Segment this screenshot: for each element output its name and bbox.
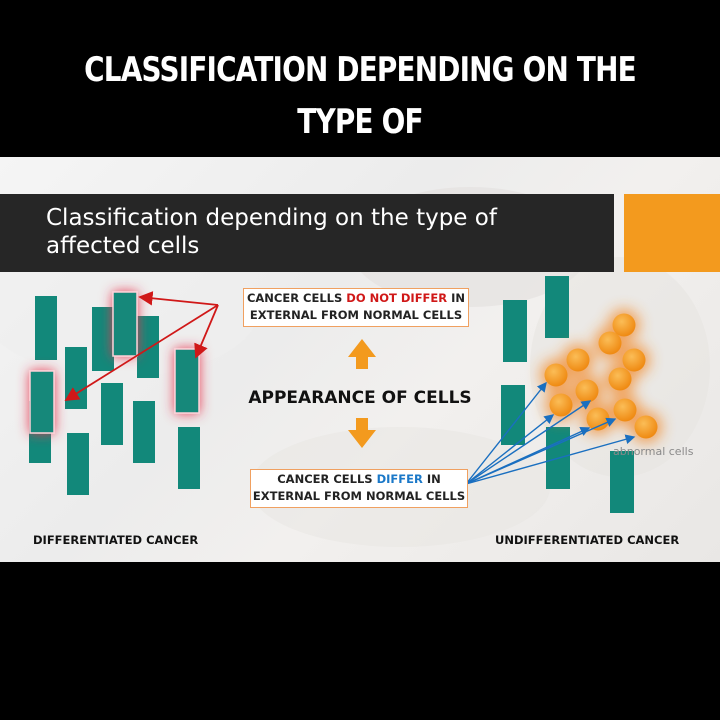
arrow-up-icon bbox=[348, 339, 376, 369]
abnormal-cell bbox=[566, 348, 590, 372]
abnormal-cell bbox=[612, 313, 636, 337]
differentiated-cancer-label: DIFFERENTIATED CANCER bbox=[33, 533, 199, 547]
red-arrow bbox=[64, 304, 219, 401]
top-box-suffix: IN bbox=[447, 291, 466, 305]
normal-cell bbox=[101, 383, 123, 445]
normal-cell bbox=[35, 296, 57, 360]
normal-cell bbox=[92, 307, 114, 371]
normal-cell bbox=[545, 276, 569, 338]
cells-diagram bbox=[29, 276, 662, 513]
abnormal-cell bbox=[622, 348, 646, 372]
normal-cell bbox=[610, 451, 634, 513]
title-line-1: CLASSIFICATION DEPENDING ON THE TYPE OF bbox=[84, 50, 636, 142]
blue-arrow bbox=[465, 417, 617, 485]
blue-arrow bbox=[465, 414, 555, 485]
abnormal-cell bbox=[549, 393, 573, 417]
orange-accent-block bbox=[624, 194, 720, 272]
top-box-line-2: EXTERNAL FROM NORMAL CELLS bbox=[249, 308, 463, 322]
normal-cell bbox=[67, 433, 89, 495]
red-arrow bbox=[138, 291, 219, 306]
normal-cell bbox=[503, 300, 527, 362]
normal-cell bbox=[137, 316, 159, 378]
normal-cell bbox=[133, 401, 155, 463]
arrow-down-icon bbox=[348, 418, 376, 448]
cancer-cell-glow bbox=[112, 291, 138, 357]
bottom-box-highlight: DIFFER bbox=[376, 472, 423, 486]
bottom-info-box: CANCER CELLS DIFFER IN EXTERNAL FROM NOR… bbox=[250, 469, 468, 508]
slide-banner: Classification depending on the type of … bbox=[0, 194, 614, 272]
slide: Classification depending on the type of … bbox=[0, 157, 720, 562]
banner-line-2: affected cells bbox=[46, 233, 200, 259]
blue-arrow bbox=[465, 400, 592, 485]
top-box-highlight: DO NOT DIFFER bbox=[346, 291, 448, 305]
bottom-box-line-2: EXTERNAL FROM NORMAL CELLS bbox=[252, 489, 466, 503]
cancer-cell-glow bbox=[174, 348, 200, 414]
banner-line-1: Classification depending on the type of bbox=[46, 205, 497, 231]
abnormal-cell bbox=[544, 363, 568, 387]
normal-cell bbox=[65, 347, 87, 409]
abnormal-cell bbox=[634, 415, 658, 439]
abnormal-cells-label: abnormal cells bbox=[613, 445, 694, 458]
abnormal-cell bbox=[613, 398, 637, 422]
red-arrow bbox=[194, 304, 219, 359]
cancer-cell-glow bbox=[29, 370, 55, 434]
blue-arrow bbox=[465, 434, 636, 485]
abnormal-cell bbox=[586, 407, 610, 431]
undifferentiated-cancer-label: UNDIFFERENTIATED CANCER bbox=[495, 533, 680, 547]
abnormal-cell bbox=[575, 379, 599, 403]
bottom-box-prefix: CANCER CELLS bbox=[277, 472, 377, 486]
abnormal-cell bbox=[598, 331, 622, 355]
normal-cell bbox=[178, 427, 200, 489]
bottom-box-suffix: IN bbox=[422, 472, 441, 486]
blue-arrow bbox=[465, 381, 547, 485]
abnormal-cell bbox=[608, 367, 632, 391]
top-info-box: CANCER CELLS DO NOT DIFFER IN EXTERNAL F… bbox=[243, 288, 469, 327]
center-label: APPEARANCE OF CELLS bbox=[248, 388, 472, 408]
top-box-prefix: CANCER CELLS bbox=[246, 291, 347, 305]
